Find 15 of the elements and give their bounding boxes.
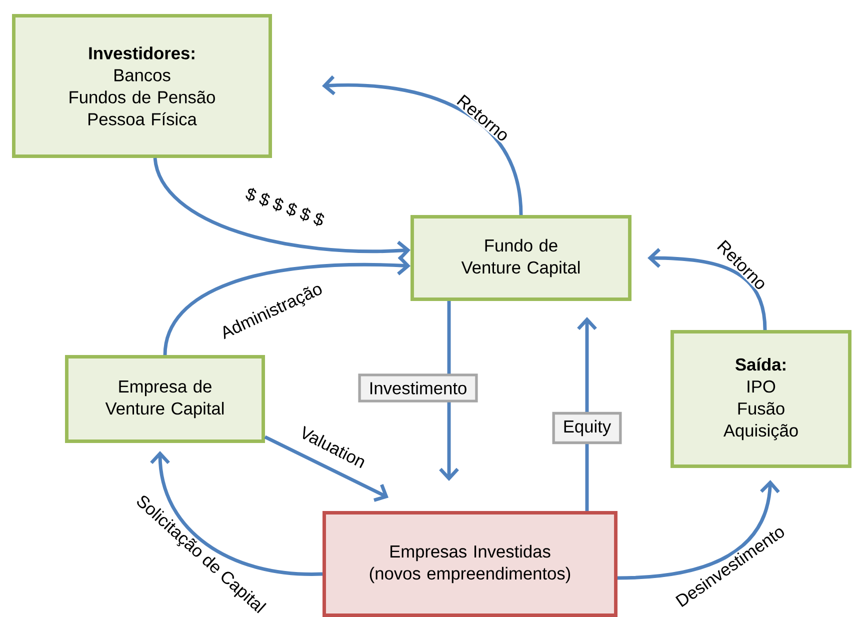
process-box: Saída: IPO Fusão Aquisição	[670, 330, 852, 468]
arrow	[322, 75, 523, 216]
arrow	[264, 435, 388, 502]
arrow	[153, 158, 410, 261]
edge-label: $ $ $ $ $ $	[242, 184, 328, 230]
arrow	[163, 256, 410, 356]
arrow	[617, 480, 780, 580]
process-box: Empresa de Venture Capital	[65, 355, 265, 443]
label-box: Equity	[552, 412, 622, 444]
label-box: Investimento	[358, 374, 478, 402]
process-box: Fundo de Venture Capital	[410, 215, 632, 301]
process-box: Investidores: Bancos Fundos de Pensão Pessoa Física	[12, 14, 272, 158]
process-box: Empresas Investidas (novos empreendimentos)	[322, 511, 618, 617]
arrow	[150, 451, 322, 576]
arrow	[648, 248, 767, 330]
